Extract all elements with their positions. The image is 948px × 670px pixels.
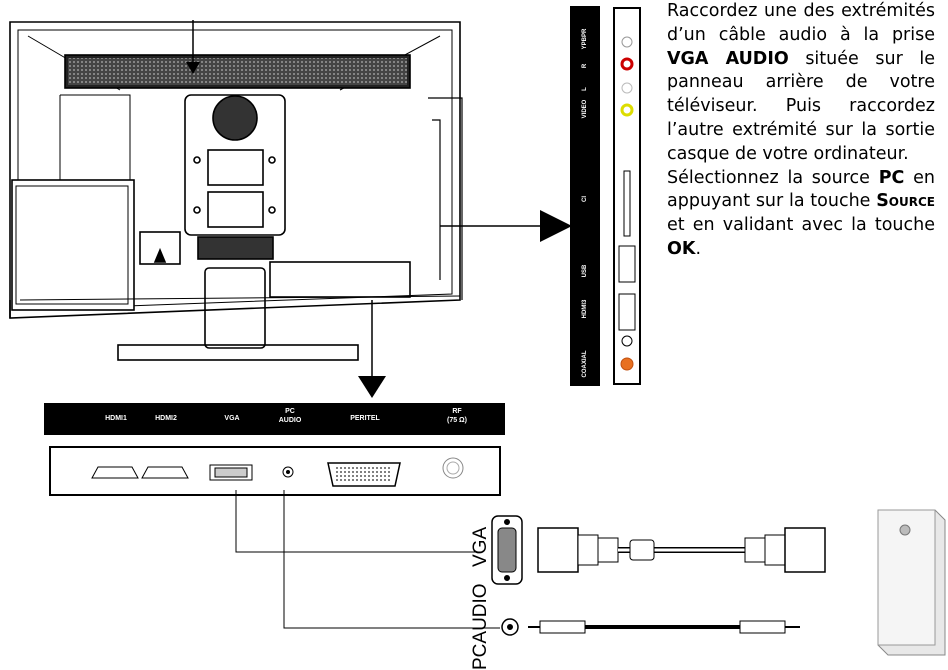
audio-jack-icon — [501, 618, 519, 636]
side-panel-label-strip — [570, 6, 600, 386]
vga-link-line — [235, 490, 480, 553]
l-jack — [621, 82, 633, 94]
side-connector-panel: YPBPR R L VIDEO CI USB HDMI3 COAXIAL — [570, 6, 646, 386]
instruction-paragraph-2: Sélectionnez la source PC en appuyant su… — [667, 167, 935, 259]
ci-slot — [623, 170, 631, 237]
pc-tower-icon — [877, 509, 946, 656]
r-jack — [620, 57, 634, 71]
spare-jack — [621, 335, 633, 347]
hdmi2-port — [141, 466, 189, 479]
vga-connector-icon — [491, 515, 523, 585]
label-hdmi1: HDMI1 — [105, 415, 127, 422]
bottom-panel-label-strip: HDMI1 HDMI2 VGA PC AUDIO PERITEL RF (75 … — [44, 403, 505, 435]
label-rf-1: RF — [452, 408, 462, 415]
instruction-text: Raccordez une des extrémités d’un câble … — [667, 0, 935, 262]
rf-port — [442, 457, 464, 479]
vga-port — [209, 464, 253, 481]
pcaudio-cable-label: PCAUDIO — [470, 583, 491, 670]
usb-port — [618, 245, 636, 283]
video-jack — [620, 103, 634, 117]
hdmi1-port — [91, 466, 139, 479]
ypbpr-jack — [621, 36, 633, 48]
label-hdmi2: HDMI2 — [155, 415, 177, 422]
label-peritel: PERITEL — [350, 415, 380, 422]
peritel-port — [327, 462, 401, 487]
vga-cable-label: VGA — [470, 526, 491, 567]
label-rf-2: (75 Ω) — [446, 417, 467, 424]
coaxial-jack — [620, 357, 634, 371]
pc-audio-port — [282, 466, 294, 478]
label-pc-audio-2: AUDIO — [278, 417, 302, 424]
label-pc-audio-1: PC — [285, 408, 295, 415]
audio-cable — [528, 620, 800, 634]
hdmi3-port — [618, 293, 636, 331]
tv-rear-illustration — [9, 20, 572, 398]
audio-link-line — [283, 490, 500, 629]
vga-cable — [537, 527, 826, 573]
label-vga: VGA — [224, 415, 240, 422]
side-panel-ports — [613, 7, 641, 385]
instruction-paragraph-1: Raccordez une des extrémités d’un câble … — [667, 1, 935, 164]
